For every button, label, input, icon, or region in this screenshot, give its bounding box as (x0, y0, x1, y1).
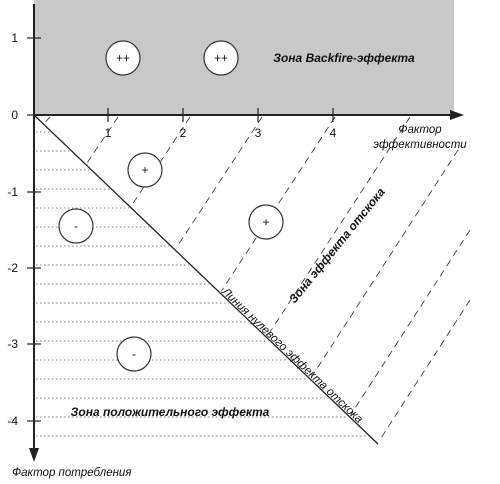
x-axis-tick-label: 1 (105, 126, 112, 140)
y-axis-arrow (29, 448, 39, 462)
x-axis-label-line2: эффективности (373, 139, 467, 151)
backfire-zone-label: Зона Backfire-эффекта (273, 51, 415, 65)
positive-zone-label: Зона положительного эффекта (71, 405, 270, 419)
effect-marker: - (58, 208, 94, 244)
x-axis-tick-label: 2 (180, 126, 187, 140)
backfire-zone (34, 0, 454, 115)
y-axis-ticks: 1 0 -1 -2 -3 -4 (7, 31, 41, 428)
marker-circle (58, 208, 94, 244)
effect-markers: ++++++-- (58, 40, 284, 372)
y-axis-tick-label: -3 (7, 337, 18, 351)
marker-circle (116, 336, 152, 372)
marker-circle (203, 40, 239, 76)
rebound-zone-hatch-line (176, 116, 263, 248)
x-axis-tick-label: 4 (330, 126, 337, 140)
x-axis-label-line1: Фактор (398, 124, 442, 136)
marker-sign: ++ (214, 51, 228, 65)
rebound-zone-hatch-line (87, 116, 119, 163)
positive-zone-hatching (36, 131, 368, 437)
y-axis-tick-label: -4 (7, 414, 18, 428)
zero-rebound-line (33, 114, 379, 445)
effect-marker: ++ (203, 40, 239, 76)
rebound-zone-hatch-line (45, 116, 51, 123)
y-axis-tick-label: 1 (11, 31, 18, 45)
effect-marker: + (127, 152, 163, 188)
rebound-zone-hatch-line (131, 116, 191, 206)
marker-sign: + (141, 163, 148, 177)
x-axis-arrow (450, 110, 464, 120)
rebound-zone-hatching (45, 116, 471, 442)
y-axis-label: Фактор потребления (12, 467, 131, 479)
y-axis-tick-label: -1 (7, 185, 18, 199)
rebound-zone-label: Зона эффекта отскока (286, 185, 388, 306)
rebound-zone-hatch-line (378, 299, 471, 442)
marker-circle (248, 204, 284, 240)
marker-circle (105, 40, 141, 76)
marker-sign: - (132, 347, 136, 361)
marker-sign: ++ (116, 51, 130, 65)
x-axis-ticks: 1 2 3 4 (105, 108, 337, 140)
effect-marker: - (116, 336, 152, 372)
y-axis-tick-label: 0 (11, 108, 18, 122)
effect-marker: ++ (105, 40, 141, 76)
x-axis-tick-label: 3 (255, 126, 262, 140)
marker-sign: - (74, 219, 78, 233)
rebound-zone-hatch-line (311, 149, 459, 378)
rebound-zone-hatch-line (267, 116, 411, 336)
effect-marker: + (248, 204, 284, 240)
y-axis-tick-label: -2 (7, 261, 18, 275)
marker-sign: + (262, 215, 269, 229)
marker-circle (127, 152, 163, 188)
rebound-zone-hatch-line (350, 229, 471, 415)
rebound-zone-hatch-line (221, 116, 336, 292)
